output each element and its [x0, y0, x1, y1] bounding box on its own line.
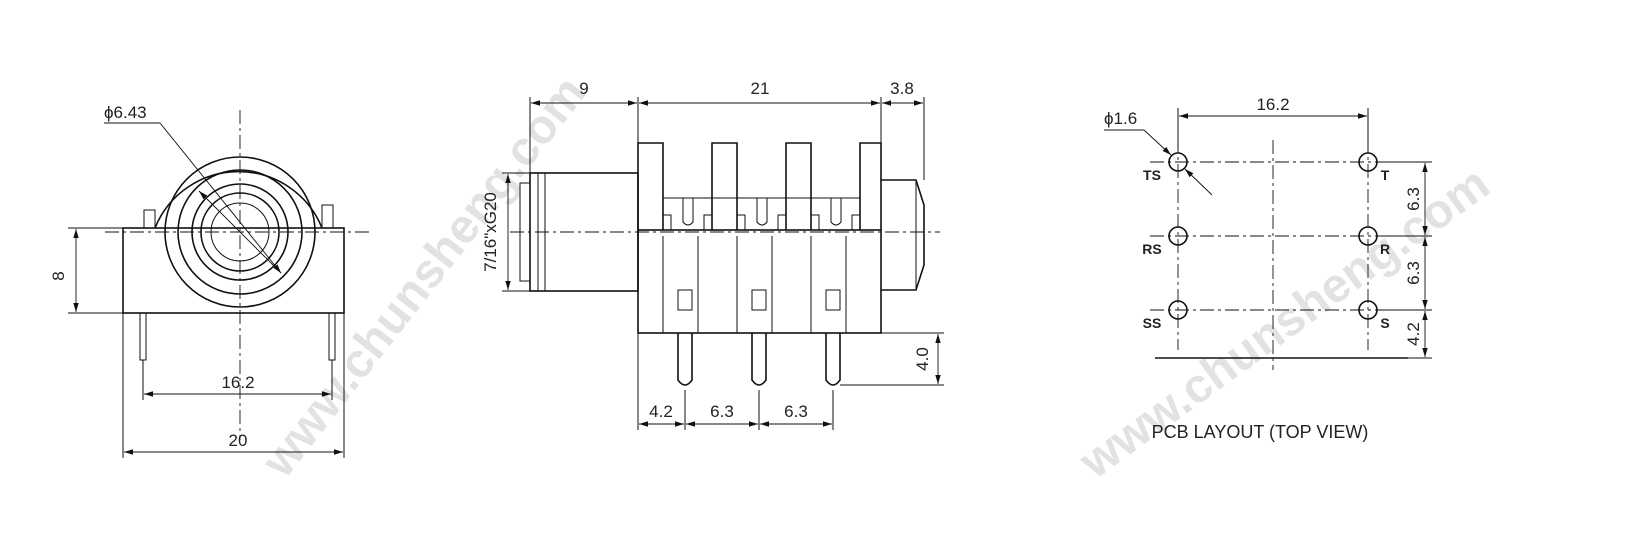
- hole-diameter-label: ϕ1.6: [1104, 109, 1137, 128]
- pad-s: [1358, 300, 1378, 320]
- rear-length-label: 3.8: [890, 79, 914, 98]
- vertical-spacing-label-1: 6.3: [1404, 187, 1423, 211]
- pin-label-rs: RS: [1142, 241, 1161, 257]
- pad-ss: [1168, 300, 1188, 320]
- pad-rs: [1168, 226, 1188, 246]
- side-view: 9 21 3.8 7/16"xG20 4.0 4.2 6.3 6.3: [481, 79, 944, 430]
- pin-length-label: 4.0: [913, 347, 932, 371]
- vertical-spacing-label-3: 4.2: [1404, 322, 1423, 346]
- width-label: 20: [229, 431, 248, 450]
- pad-ts: [1168, 152, 1188, 172]
- pitch-label-3: 6.3: [784, 402, 808, 421]
- body-length-label: 21: [751, 79, 770, 98]
- pin-label-ts: TS: [1143, 167, 1161, 183]
- pcb-layout: ϕ1.6 16.2 TS T RS R SS S 6.3 6.3 4.2 PCB…: [1104, 95, 1432, 442]
- pcb-width-label: 16.2: [1256, 95, 1289, 114]
- pad-t: [1358, 152, 1378, 172]
- pin-spacing-label: 16.2: [221, 373, 254, 392]
- pin-label-ss: SS: [1143, 315, 1162, 331]
- vertical-spacing-label-2: 6.3: [1404, 261, 1423, 285]
- pin-label-s: S: [1380, 315, 1389, 331]
- pin-label-r: R: [1380, 241, 1390, 257]
- diameter-label: ϕ6.43: [104, 103, 147, 122]
- thread-label: 7/16"xG20: [481, 192, 500, 272]
- pcb-layout-caption: PCB LAYOUT (TOP VIEW): [1152, 422, 1369, 442]
- pitch-label-1: 4.2: [649, 402, 673, 421]
- pitch-label-2: 6.3: [710, 402, 734, 421]
- front-view: ϕ6.43 8 16.2 20: [49, 103, 370, 458]
- pin-label-t: T: [1381, 167, 1390, 183]
- pad-r: [1358, 226, 1378, 246]
- front-length-label: 9: [579, 79, 588, 98]
- height-label: 8: [49, 271, 68, 280]
